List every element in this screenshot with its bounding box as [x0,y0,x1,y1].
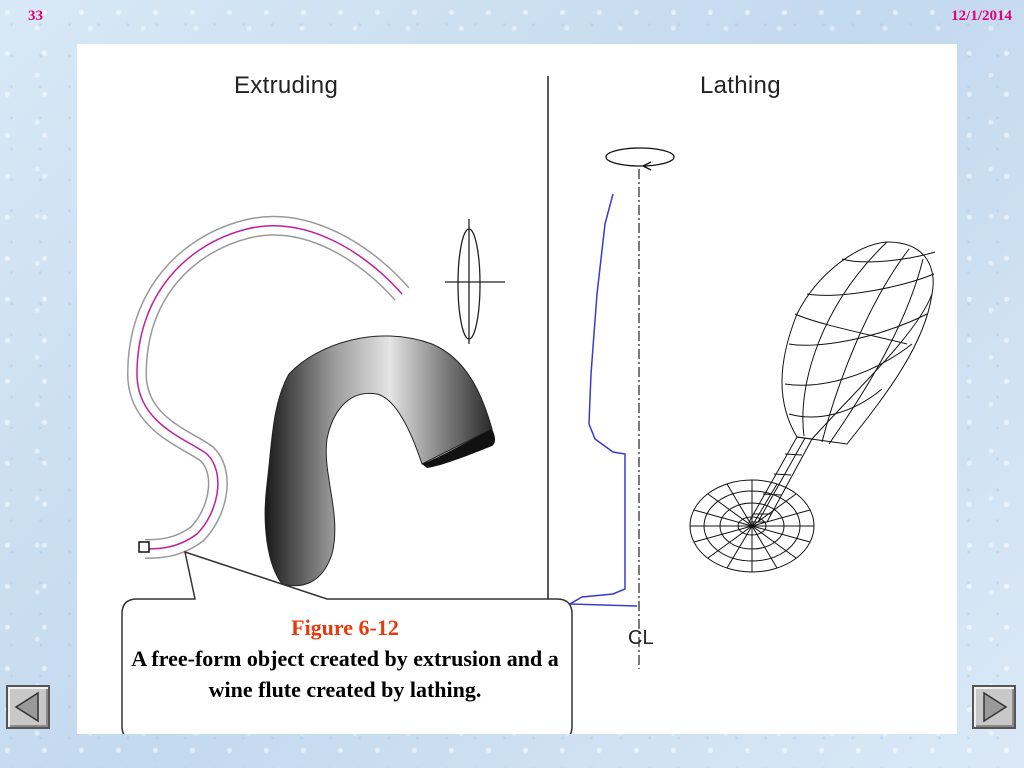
centerline-label: CL [628,627,654,649]
rotation-arrow [605,147,675,171]
cross-section-ellipse [445,219,505,344]
lathing-title: Lathing [700,72,781,99]
wine-flute-wireframe [689,241,936,573]
slide-number: 33 [28,8,43,24]
next-slide-button[interactable] [972,685,1016,729]
previous-slide-button[interactable] [6,685,50,729]
path-start-marker [138,541,150,553]
extruding-title: Extruding [234,72,339,99]
figure-drawing: CL [121,76,936,734]
triangle-right-icon [983,691,1008,723]
extruded-ribbon [264,335,496,587]
triangle-left-icon [14,691,39,723]
callout-title: Figure 6-12 [291,615,399,640]
callout-bubble [121,550,573,734]
figure-image: Extruding Lathing [77,44,957,734]
callout-body: A free-form object created by extrusion … [131,646,559,702]
extrusion-path [126,215,410,559]
callout-text: Figure 6-12 A free-form object created b… [120,612,570,705]
slide-date: 12/1/2014 [951,8,1012,24]
lathe-profile [567,193,638,607]
